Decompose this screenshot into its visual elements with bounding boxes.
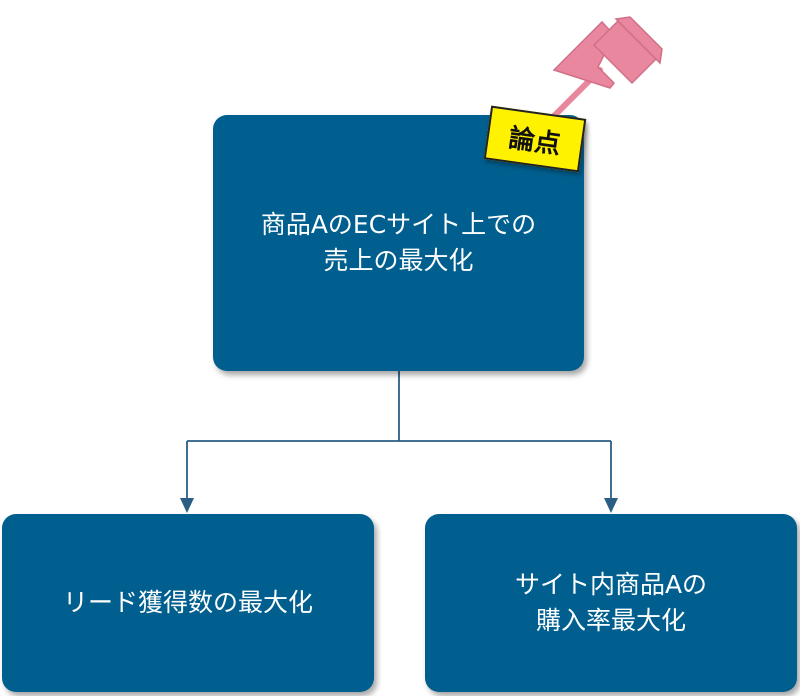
pushpin-icon — [545, 16, 663, 125]
arrowhead-right — [604, 498, 618, 513]
root-node-label: 商品AのECサイト上での 売上の最大化 — [260, 210, 537, 275]
child-node-label: サイト内商品Aの 購入率最大化 — [514, 570, 708, 635]
issue-tag-label: 論点 — [506, 123, 563, 160]
child-node-purchase-rate: サイト内商品Aの 購入率最大化 — [425, 514, 797, 692]
child-node-label: リード獲得数の最大化 — [62, 588, 313, 617]
arrowhead-left — [180, 498, 194, 513]
child-node-lead-acquisition: リード獲得数の最大化 — [2, 514, 374, 692]
root-node: 商品AのECサイト上での 売上の最大化 — [213, 115, 584, 371]
